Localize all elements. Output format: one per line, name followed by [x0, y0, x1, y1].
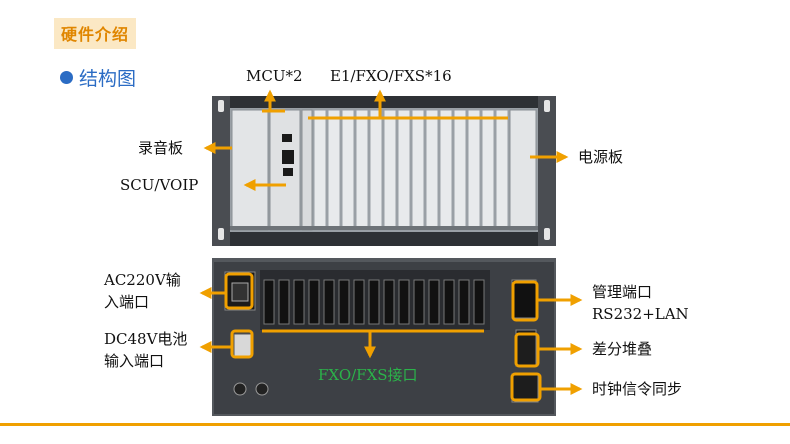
label-power-board: 电源板 [578, 148, 624, 166]
label-mcu: MCU*2 [246, 67, 303, 85]
label-ac220v-line1: AC220V输 [104, 271, 181, 289]
section-title: 硬件介绍 [54, 18, 137, 49]
rear-panel-photo [212, 258, 556, 416]
label-dc48v-line1: DC48V电池 [104, 330, 188, 348]
annotation-lines [199, 89, 583, 402]
bottom-accent-bar [0, 423, 790, 426]
subheading: 结构图 [79, 68, 137, 90]
label-recorder-board: 录音板 [138, 139, 184, 157]
label-mgmt-port-line1: 管理端口 [592, 283, 653, 301]
bullet-icon [60, 71, 73, 84]
label-dc48v-line2: 输入端口 [104, 352, 165, 370]
label-clock-sync: 时钟信令同步 [592, 380, 683, 398]
front-panel-photo [212, 96, 556, 246]
label-scu-voip: SCU/VOIP [120, 176, 199, 194]
label-diff-stacking: 差分堆叠 [592, 340, 653, 358]
label-fxo-fxs-interface: FXO/FXS接口 [318, 366, 418, 384]
label-mgmt-port-line2: RS232+LAN [592, 305, 689, 323]
label-ac220v-line2: 入端口 [104, 293, 150, 311]
label-e1-fxo-fxs: E1/FXO/FXS*16 [330, 67, 452, 85]
